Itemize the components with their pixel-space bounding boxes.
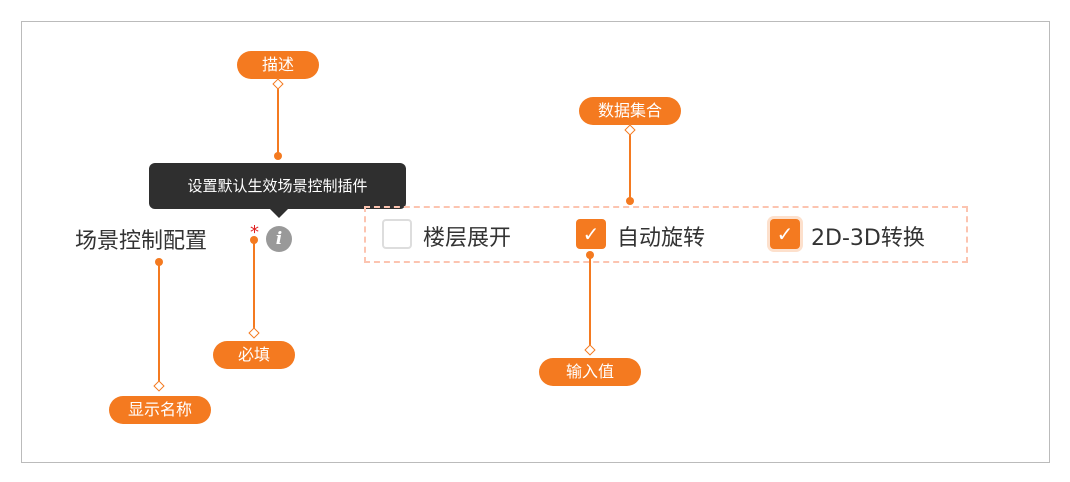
annotation-description: 描述 (237, 51, 319, 79)
info-icon[interactable]: i (266, 226, 292, 252)
option-label[interactable]: 2D-3D转换 (811, 226, 925, 251)
tooltip: 设置默认生效场景控制插件 (149, 163, 406, 218)
dot-marker (155, 258, 163, 266)
canvas-frame (21, 21, 1050, 463)
checkbox-2d-3d[interactable]: ✓ (770, 219, 800, 249)
option-label[interactable]: 自动旋转 (617, 226, 706, 251)
annotation-line (277, 84, 279, 156)
dot-marker (274, 152, 282, 160)
annotation-input-value: 输入值 (539, 358, 641, 386)
annotation-line (629, 130, 631, 201)
annotation-required: 必填 (213, 341, 295, 369)
dot-marker (250, 236, 258, 244)
annotation-line (589, 255, 591, 350)
annotation-line (253, 240, 255, 333)
required-mark: * (250, 222, 259, 243)
field-label: 场景控制配置 (75, 229, 208, 254)
annotation-data-set: 数据集合 (579, 97, 681, 125)
option-label[interactable]: 楼层展开 (423, 226, 512, 251)
annotation-display-name: 显示名称 (109, 396, 211, 424)
dot-marker (626, 197, 634, 205)
checkbox-group (364, 206, 968, 263)
checkbox-floor-expand[interactable] (382, 219, 412, 249)
annotation-line (158, 262, 160, 386)
dot-marker (586, 251, 594, 259)
checkbox-auto-rotate[interactable]: ✓ (576, 219, 606, 249)
